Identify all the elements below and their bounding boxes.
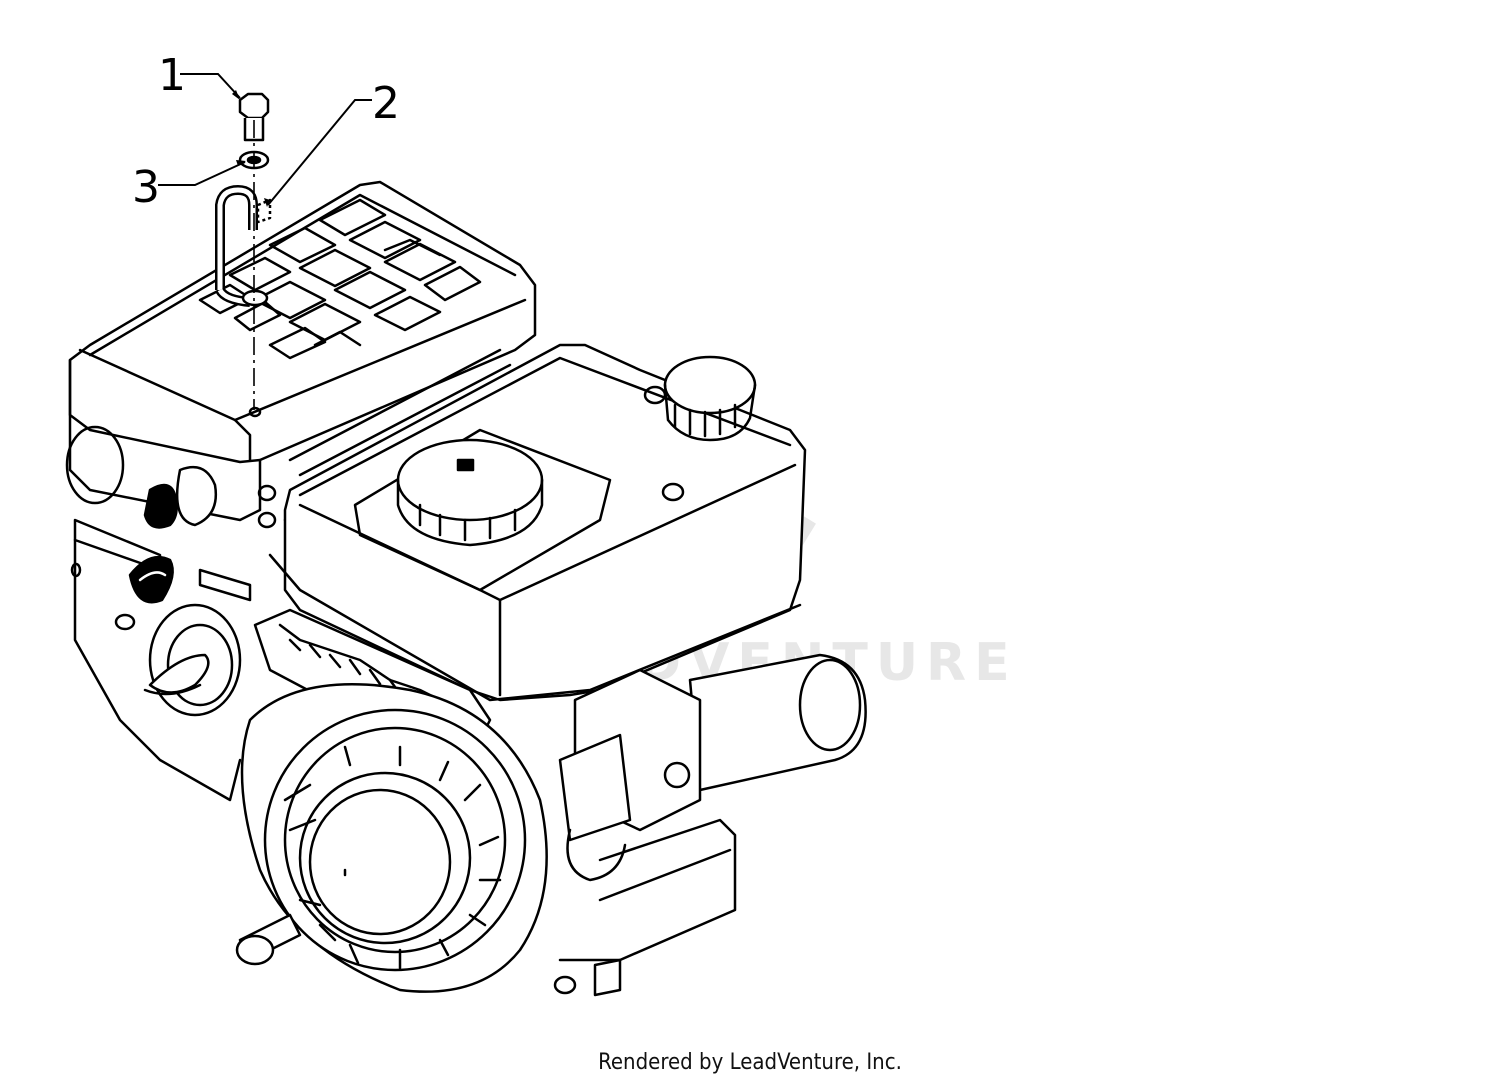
callout-numbers: 1 2 3 [132,50,400,213]
leader-3 [158,161,246,186]
electric-starter [553,653,867,997]
fuel-tank [268,343,807,702]
callout-arrowheads [232,90,270,207]
engine-shroud [68,180,537,522]
engine-assembly [65,180,867,997]
callout-3: 3 [132,162,160,213]
footer-credit: Rendered by LeadVenture, Inc. [598,1050,902,1075]
callout-1: 1 [158,50,186,101]
leader-2 [267,99,372,206]
callout-2: 2 [372,78,400,129]
engine-left-controls [65,425,277,802]
recoil-starter [235,683,548,993]
exploded-parts [215,92,272,410]
part-tube [215,185,272,307]
callout-leaders [158,73,372,206]
leader-1 [180,73,241,99]
